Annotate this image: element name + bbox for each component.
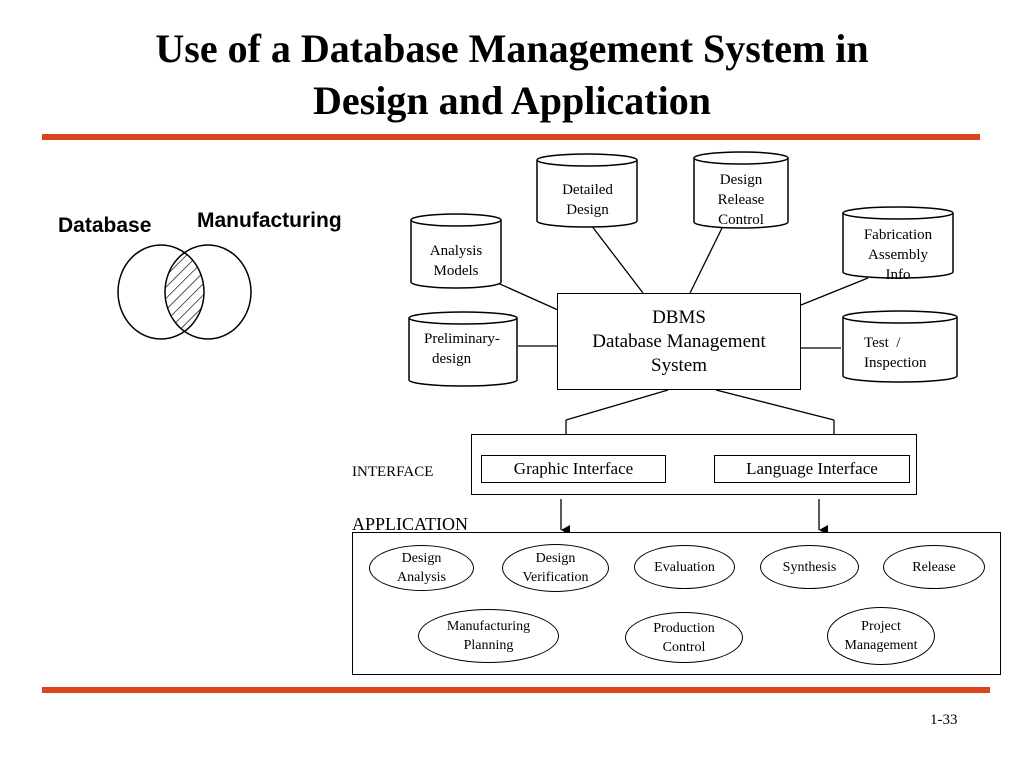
label-preliminary-design: Preliminary- design [424,331,500,367]
graphic-interface-box: Graphic Interface [481,455,666,483]
cylinder-analysis-models [410,213,502,289]
interface-label: INTERFACE [352,464,434,480]
cylinder-test-inspection [842,310,958,383]
application-label: APPLICATION [352,514,469,534]
slide-title-line-2: Design and Application [313,78,711,123]
app-evaluation: Evaluation [634,545,735,589]
top-divider-rule [42,134,980,140]
dbms-system: System [651,354,707,376]
connector-dbms-graphic [565,389,669,421]
venn-label-database: Database [58,214,152,237]
cylinder-detailed-design [536,153,638,228]
app-project-management: Project Management [827,607,935,665]
slide-title-line-1: Use of a Database Management System in [155,26,869,71]
cylinder-fabrication-assembly [842,206,954,279]
connector-fabrication [800,277,869,306]
label-detailed-design: Detailed Design [562,182,613,218]
language-interface-box: Language Interface [714,455,910,483]
venn-intersection-hatch [165,245,204,339]
database-cylinders [408,151,958,387]
page-number: 1-33 [930,712,958,728]
connector-design-release [689,221,726,294]
dbms-subtitle: Database Management [592,330,766,352]
cylinder-preliminary-design [408,311,518,387]
dbms-box: DBMS Database Management System [557,293,801,390]
label-fabrication-assembly-info: Fabrication Assembly Info [863,227,933,283]
connector-dbms-language [715,389,835,421]
cylinder-design-release-control [693,151,789,229]
app-synthesis: Synthesis [760,545,859,589]
app-design-verification: Design Verification [502,544,609,592]
label-analysis-models: Analysis Models [429,243,483,279]
venn-database-circle [117,244,205,340]
bottom-divider-rule [42,687,990,693]
dbms-connectors [481,220,869,421]
venn-label-manufacturing: Manufacturing [197,209,342,232]
app-production-control: Production Control [625,612,743,663]
connector-detailed-design [587,220,644,294]
dbms-title: DBMS [652,306,706,328]
label-design-release-control: Design Release Control [717,172,765,228]
app-design-analysis: Design Analysis [369,545,474,591]
label-test-inspection: Test / Inspection [864,335,927,371]
venn-manufacturing-circle [164,244,252,340]
app-release: Release [883,545,985,589]
venn-diagram [117,244,252,340]
app-manufacturing-planning: Manufacturing Planning [418,609,559,663]
